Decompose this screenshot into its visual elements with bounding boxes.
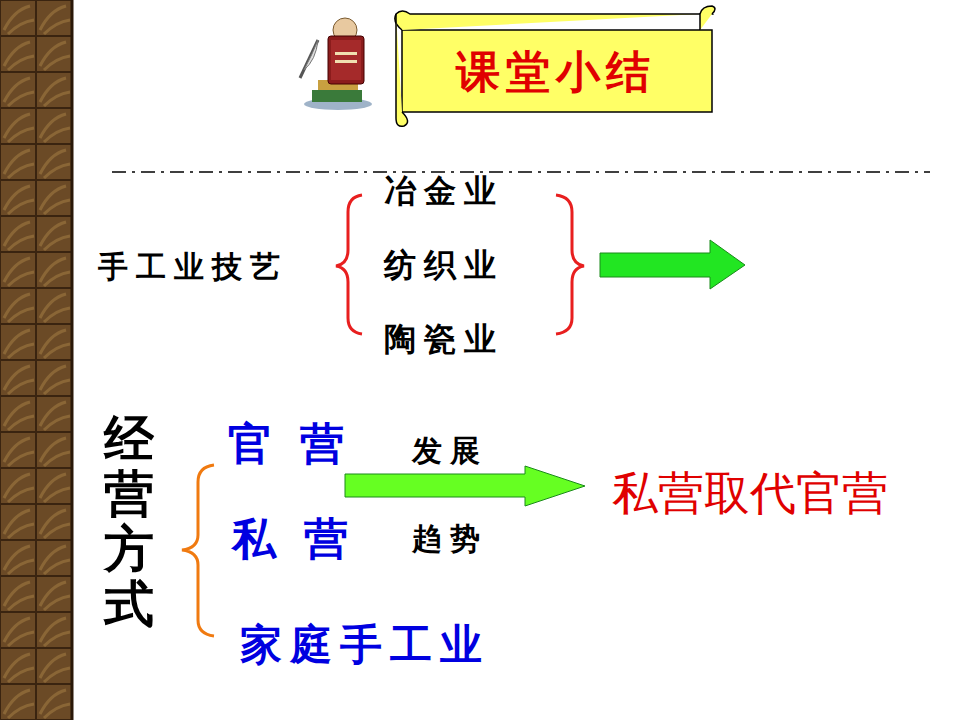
left-brace [336,195,362,334]
craft-item: 纺织业 [384,248,504,283]
scroll-banner [395,6,715,126]
border-strip [0,0,72,720]
mode-item: 官营 [228,421,372,469]
conclusion-text: 私营取代官营 [612,469,888,520]
arrow-note: 趋势 [412,522,488,555]
mode-brace [182,465,214,636]
right-brace [556,195,584,334]
craft-item: 冶金业 [384,174,504,209]
topic-label: 手工业技艺 [98,250,288,283]
arrow-note: 发展 [412,434,488,467]
trend-arrow [600,240,745,289]
craft-item: 陶瓷业 [384,322,504,357]
reader-icon [300,18,372,110]
slide-title: 课堂小结 [456,48,656,96]
divider-line [112,171,930,173]
mode-item: 家庭手工业 [240,622,490,668]
topic-label: 经营方式 [104,412,154,632]
border-edge [71,0,74,720]
mode-item: 私营 [232,516,376,564]
development-arrow [345,466,585,506]
